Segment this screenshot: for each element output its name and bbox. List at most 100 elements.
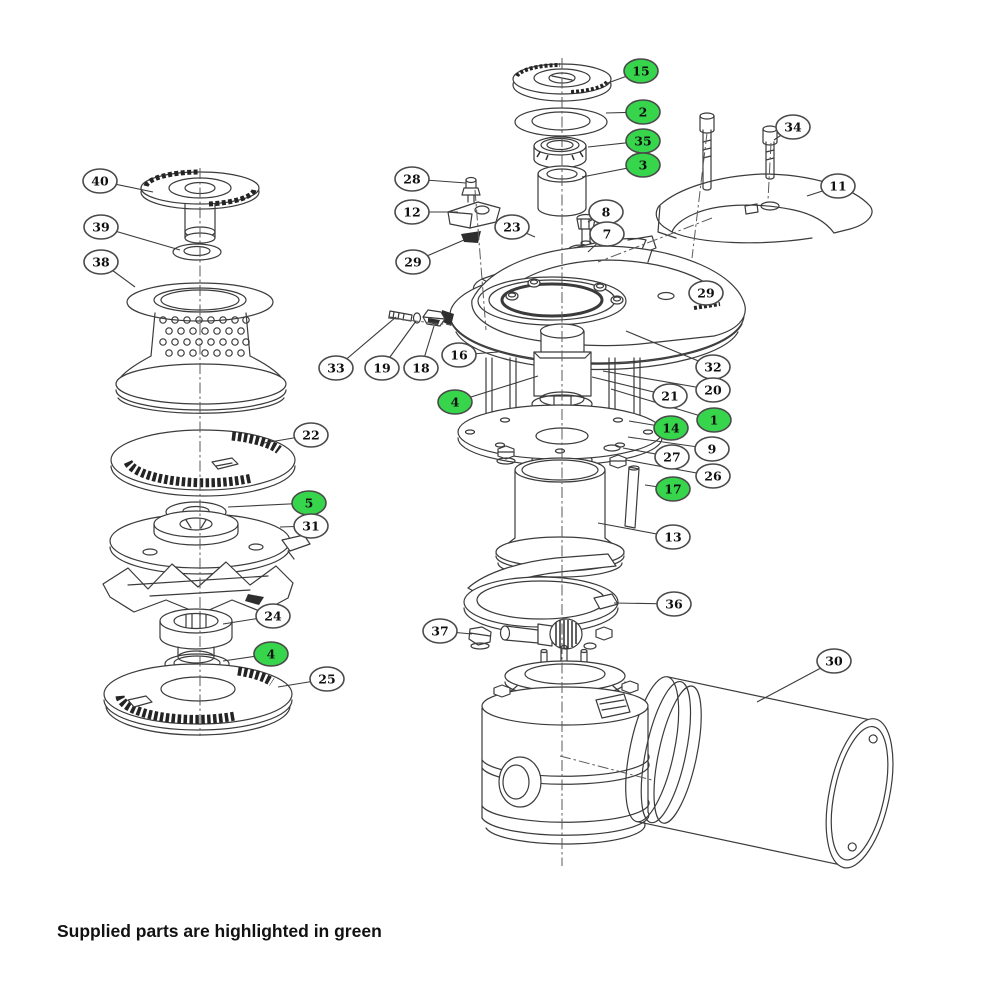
callout-31: 31 bbox=[293, 513, 329, 539]
callout-36: 36 bbox=[656, 591, 692, 617]
callout-34: 34 bbox=[775, 114, 811, 140]
svg-text:9: 9 bbox=[708, 442, 717, 457]
callout-29: 29 bbox=[395, 249, 431, 275]
callout-38: 38 bbox=[83, 249, 119, 275]
callout-8: 8 bbox=[588, 199, 624, 225]
svg-text:24: 24 bbox=[264, 609, 282, 624]
svg-text:31: 31 bbox=[302, 519, 319, 534]
callout-16: 16 bbox=[441, 342, 477, 368]
callout-23: 23 bbox=[494, 214, 530, 240]
callout-2-supplied: 2 bbox=[625, 99, 661, 125]
part-29-deck-housing bbox=[441, 245, 746, 397]
drum-perforations bbox=[159, 316, 250, 357]
svg-text:4: 4 bbox=[451, 395, 460, 410]
callout-15-supplied: 15 bbox=[623, 58, 659, 84]
centerlines bbox=[199, 58, 772, 866]
svg-text:14: 14 bbox=[662, 421, 680, 436]
callout-32: 32 bbox=[695, 354, 731, 380]
svg-text:5: 5 bbox=[305, 496, 314, 511]
callout-17-supplied: 17 bbox=[655, 476, 691, 502]
caption: Supplied parts are highlighted in green bbox=[57, 921, 382, 941]
svg-text:1: 1 bbox=[710, 413, 719, 428]
callout-26: 26 bbox=[695, 463, 731, 489]
part-2-washer bbox=[514, 107, 608, 137]
part-35-bearing-nut bbox=[533, 136, 587, 169]
svg-text:20: 20 bbox=[704, 383, 722, 398]
callout-21: 21 bbox=[652, 383, 688, 409]
callout-12: 12 bbox=[394, 199, 430, 225]
svg-text:30: 30 bbox=[825, 654, 843, 669]
svg-text:23: 23 bbox=[503, 220, 520, 235]
part-17-pin bbox=[624, 465, 640, 529]
svg-text:27: 27 bbox=[663, 450, 680, 465]
svg-text:39: 39 bbox=[92, 220, 109, 235]
callout-5-supplied: 5 bbox=[291, 490, 327, 516]
callout-3-supplied: 3 bbox=[625, 152, 661, 178]
svg-text:7: 7 bbox=[603, 227, 612, 242]
callout-22: 22 bbox=[293, 422, 329, 448]
part-14-base-plate bbox=[457, 404, 663, 466]
callout-9: 9 bbox=[694, 436, 730, 462]
svg-text:26: 26 bbox=[704, 469, 722, 484]
svg-text:17: 17 bbox=[664, 482, 681, 497]
callout-1-supplied: 1 bbox=[696, 407, 732, 433]
callout-14-supplied: 14 bbox=[653, 415, 689, 441]
callout-27: 27 bbox=[654, 444, 690, 470]
svg-text:13: 13 bbox=[664, 530, 681, 545]
svg-text:36: 36 bbox=[665, 597, 683, 612]
callout-33: 33 bbox=[318, 355, 354, 381]
part-29-clip bbox=[461, 231, 481, 243]
svg-text:2: 2 bbox=[639, 105, 648, 120]
svg-text:21: 21 bbox=[661, 389, 678, 404]
callout-29: 29 bbox=[688, 280, 724, 306]
part-gearbox bbox=[481, 644, 650, 845]
part-33-19-18-fasteners bbox=[388, 309, 446, 327]
svg-text:3: 3 bbox=[639, 158, 648, 173]
part-40-drum-cap bbox=[140, 169, 260, 244]
callout-13: 13 bbox=[655, 524, 691, 550]
callout-20: 20 bbox=[695, 377, 731, 403]
svg-text:8: 8 bbox=[602, 205, 611, 220]
svg-text:4: 4 bbox=[267, 647, 276, 662]
part-22-clutch-disc-upper bbox=[110, 429, 296, 497]
svg-text:11: 11 bbox=[829, 179, 846, 194]
part-24-spline-bushing bbox=[159, 608, 233, 664]
callout-4-supplied: 4 bbox=[437, 389, 473, 415]
svg-text:25: 25 bbox=[318, 672, 335, 687]
callout-37: 37 bbox=[422, 618, 458, 644]
svg-text:29: 29 bbox=[697, 286, 714, 301]
svg-text:29: 29 bbox=[404, 255, 421, 270]
callout-11: 11 bbox=[820, 173, 856, 199]
svg-text:16: 16 bbox=[450, 348, 468, 363]
svg-text:18: 18 bbox=[412, 361, 430, 376]
svg-text:34: 34 bbox=[784, 120, 802, 135]
svg-text:15: 15 bbox=[632, 64, 649, 79]
leader-line-20 bbox=[602, 370, 714, 391]
svg-text:22: 22 bbox=[302, 428, 319, 443]
callout-28: 28 bbox=[394, 166, 430, 192]
part-bolt-left bbox=[699, 112, 715, 191]
callout-18: 18 bbox=[403, 355, 439, 381]
part-36-clamp-assembly bbox=[463, 553, 619, 650]
svg-text:38: 38 bbox=[92, 255, 110, 270]
callout-4-supplied: 4 bbox=[253, 641, 289, 667]
part-31-stepped-plate bbox=[109, 510, 311, 575]
callout-40: 40 bbox=[82, 168, 118, 194]
callout-25: 25 bbox=[309, 666, 345, 692]
part-28-fitting-bolt bbox=[461, 176, 481, 203]
callout-30: 30 bbox=[816, 648, 852, 674]
callout-35-supplied: 35 bbox=[625, 128, 661, 154]
part-12-wedge-block bbox=[447, 201, 501, 229]
callout-19: 19 bbox=[364, 355, 400, 381]
svg-text:37: 37 bbox=[431, 624, 448, 639]
svg-text:32: 32 bbox=[704, 360, 721, 375]
part-37-nut bbox=[468, 626, 492, 650]
part-25-clutch-disc-lower bbox=[103, 663, 293, 736]
callout-24: 24 bbox=[255, 603, 291, 629]
svg-text:28: 28 bbox=[403, 172, 421, 187]
svg-text:19: 19 bbox=[373, 361, 390, 376]
part-38-drum bbox=[115, 282, 287, 414]
